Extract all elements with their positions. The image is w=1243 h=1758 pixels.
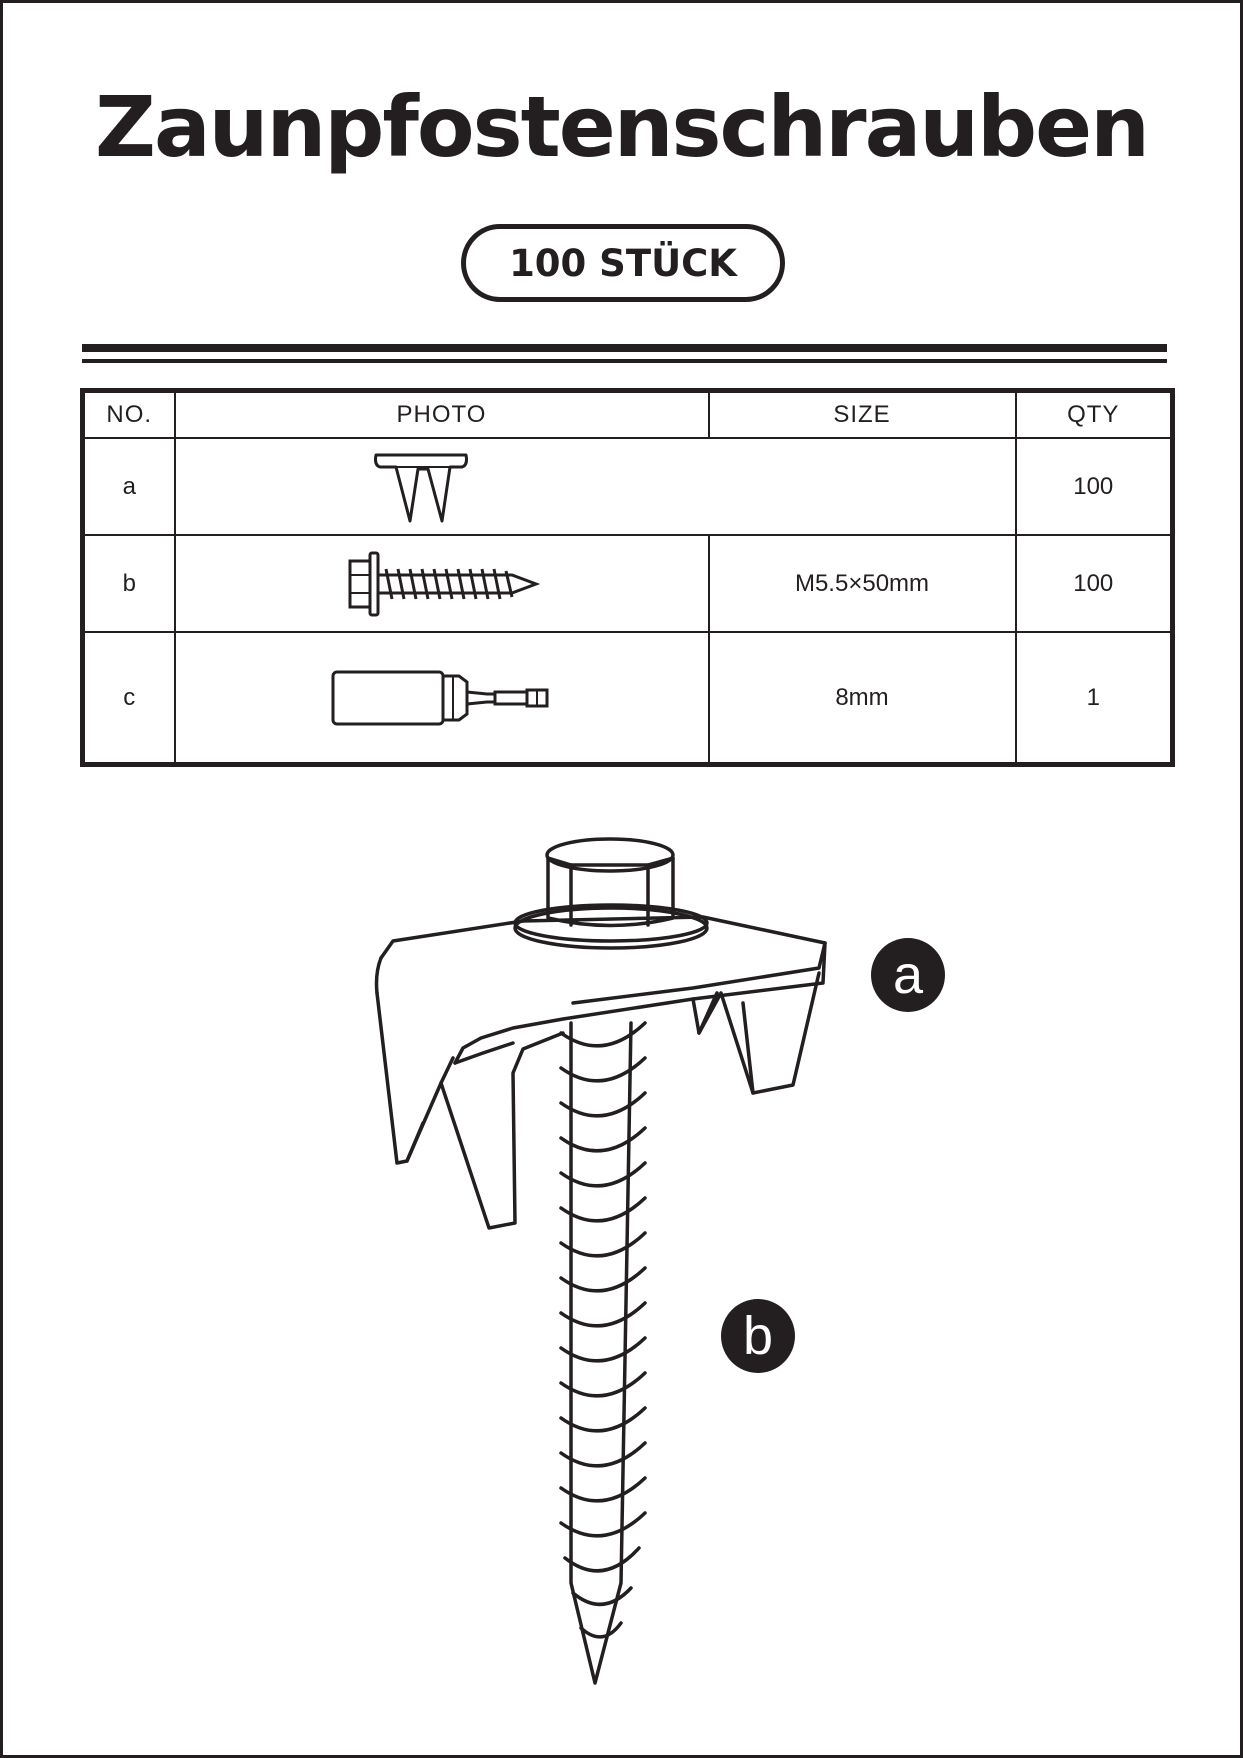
label-b-badge: b (721, 1299, 795, 1373)
screw-threads (559, 1021, 647, 1639)
cell-photo (173, 534, 710, 633)
hex-head (546, 856, 675, 928)
table-row: c 8mm 1 (81, 631, 1174, 766)
screw-icon (348, 551, 540, 616)
cell-qty: 1 (1014, 631, 1174, 766)
bracket-plate (379, 915, 827, 1065)
table-row: b M5.5×50mm 100 (81, 534, 1174, 633)
bracket-leg-left (375, 991, 565, 1230)
bracket-leg-right (691, 971, 821, 1095)
divider-thin (82, 359, 1167, 363)
page-title: Zaunpfostenschrauben (95, 78, 1150, 176)
socket-bit-icon (331, 670, 548, 725)
screw-shank (569, 1021, 633, 1685)
washer (513, 906, 709, 950)
quantity-badge: 100 STÜCK (461, 224, 785, 302)
header-no: NO. (81, 389, 176, 439)
header-size: SIZE (707, 389, 1017, 439)
bracket-icon (373, 453, 468, 522)
cell-no: c (81, 631, 176, 766)
cell-qty: 100 (1014, 437, 1174, 536)
label-a-badge: a (871, 938, 945, 1012)
cell-no: b (81, 534, 176, 633)
cell-size: 8mm (707, 631, 1017, 766)
parts-table: NO. PHOTO SIZE QTY a 100 b (80, 388, 1175, 767)
header-photo: PHOTO (173, 389, 710, 439)
cell-qty: 100 (1014, 534, 1174, 633)
cell-photo (173, 437, 1017, 536)
table-row: a 100 (81, 437, 1174, 536)
header-qty: QTY (1014, 389, 1174, 439)
cell-size: M5.5×50mm (707, 534, 1017, 633)
divider-thick (82, 344, 1167, 352)
table-header-row: NO. PHOTO SIZE QTY (81, 389, 1174, 439)
cell-photo (173, 631, 710, 766)
cell-no: a (81, 437, 176, 536)
assembly-illustration (374, 837, 827, 1685)
